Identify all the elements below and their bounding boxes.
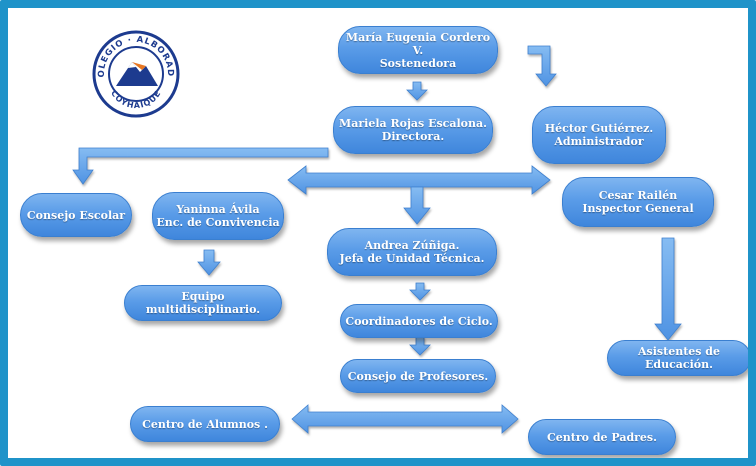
arrow-coordinadores-profesores (409, 336, 431, 356)
node-administrador: Héctor Gutiérrez. Administrador (532, 106, 666, 164)
coordinadores-label: Coordinadores de Ciclo. (345, 314, 493, 328)
arrow-sostenedora-directora (406, 81, 428, 101)
profesores-label: Consejo de Profesores. (347, 369, 489, 383)
utp-name: Andrea Zúñiga. (364, 239, 460, 252)
sun-accent-icon (132, 62, 146, 70)
node-asistentes: Asistentes de Educación. (607, 340, 748, 376)
node-padres: Centro de Padres. (528, 419, 676, 455)
convivencia-name: Yaninna Ávila (176, 203, 260, 216)
node-inspector: Cesar Railén Inspector General (562, 177, 714, 227)
arrow-convivencia-equipo (197, 249, 221, 276)
school-logo: COLEGIO · ALBORADA COYHAIQUE (92, 30, 180, 118)
arrow-bent-administrador (527, 45, 557, 87)
node-directora: Mariela Rojas Escalona. Directora. (333, 106, 493, 154)
asistentes-label: Asistentes de Educación. (638, 345, 720, 371)
administrador-name: Héctor Gutiérrez. (544, 122, 654, 135)
inspector-role: Inspector General (582, 202, 694, 215)
directora-role: Directora. (381, 130, 445, 143)
multidisciplinario-label: Equipo multidisciplinario. (145, 290, 261, 316)
administrador-role: Administrador (554, 135, 644, 148)
node-consejo-escolar: Consejo Escolar (20, 193, 132, 237)
convivencia-role: Enc. de Convivencia (156, 216, 280, 229)
arrow-directora-consejo-escolar (72, 147, 329, 185)
node-convivencia: Yaninna Ávila Enc. de Convivencia (152, 192, 284, 240)
node-multidisciplinario: Equipo multidisciplinario. (124, 285, 282, 321)
node-coordinadores: Coordinadores de Ciclo. (340, 304, 498, 338)
alumnos-label: Centro de Alumnos . (142, 417, 268, 431)
node-utp: Andrea Zúñiga. Jefa de Unidad Técnica. (327, 228, 497, 276)
node-profesores: Consejo de Profesores. (340, 359, 496, 393)
consejo-escolar-label: Consejo Escolar (26, 208, 126, 222)
sostenedora-name: María Eugenia Cordero V. (345, 30, 491, 57)
arrow-double-horizontal-bottom (291, 404, 519, 434)
arrow-to-utp (403, 186, 431, 225)
arrow-double-horizontal-main (287, 165, 551, 195)
padres-label: Centro de Padres. (547, 430, 657, 444)
inspector-name: Cesar Railén (598, 189, 678, 202)
utp-role: Jefa de Unidad Técnica. (339, 252, 485, 265)
sostenedora-role: Sostenedora (379, 56, 457, 70)
node-sostenedora: María Eugenia Cordero V. Sostenedora (338, 26, 498, 74)
node-alumnos: Centro de Alumnos . (130, 406, 280, 442)
arrow-utp-coordinadores (409, 282, 431, 301)
mountain-icon (116, 62, 158, 86)
arrow-inspector-asistentes (654, 237, 682, 341)
directora-name: Mariela Rojas Escalona. (339, 117, 487, 130)
